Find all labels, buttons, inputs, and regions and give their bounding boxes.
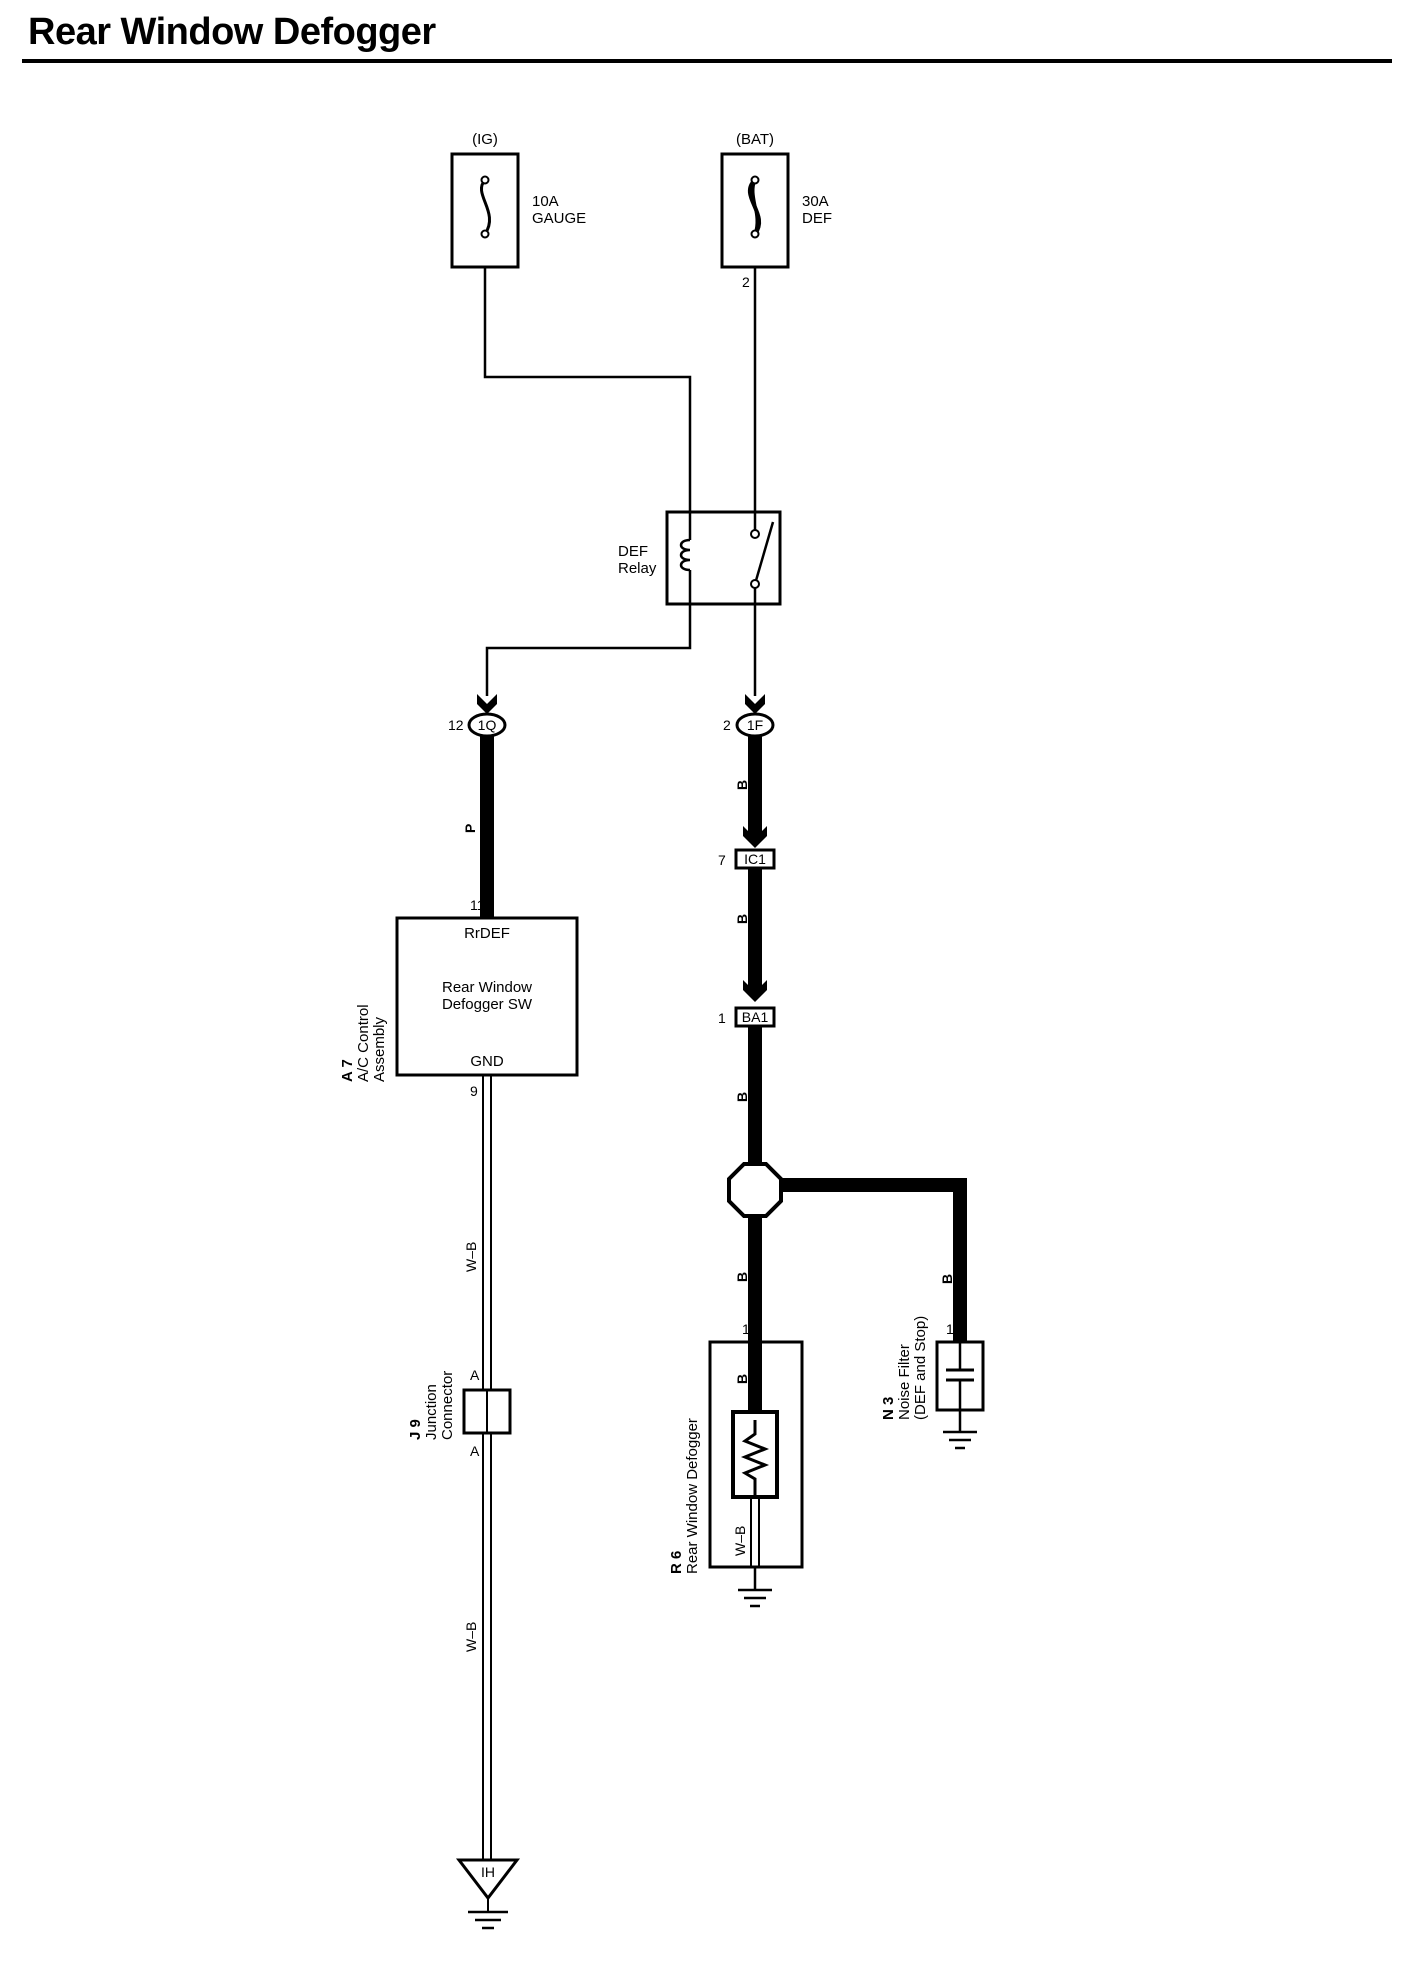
connector-1f: 1F 2 [723, 694, 775, 738]
fuse-bat-rating: 30A [802, 193, 829, 210]
connector-ic1-pin: 7 [718, 852, 726, 868]
fuse-ig-source: (IG) [472, 131, 498, 148]
defogger-name: Rear Window Defogger [684, 1418, 701, 1574]
noise-filter: 1 N 3 Noise Filter (DEF and Stop) [880, 1316, 985, 1450]
junction-code: J 9 [407, 1419, 424, 1440]
ac-terminal-top: RrDEF [464, 925, 510, 942]
noise-filter-name-2: (DEF and Stop) [912, 1316, 929, 1420]
fuse-bat: (BAT) 30A DEF 2 [720, 131, 832, 290]
ac-code: A 7 [339, 1059, 356, 1082]
wire-relay-to-1q [485, 604, 692, 696]
ac-terminal-bottom: GND [470, 1053, 504, 1070]
relay-box [665, 510, 782, 606]
wire-b-label-1: B [734, 780, 750, 790]
connector-1q-id: 1Q [478, 717, 497, 733]
ac-terminal-top-pin: 11 [470, 897, 485, 913]
ac-name-1: A/C Control [355, 1004, 372, 1082]
ac-switch-label-1: Rear Window [442, 979, 532, 996]
resistor-icon [740, 1420, 770, 1497]
ac-name-2: Assembly [371, 1016, 388, 1082]
fuse-ig-box [450, 152, 520, 269]
fuse-ig-element [479, 178, 492, 235]
junction-pin-top: A [470, 1367, 480, 1383]
ground-ih-id: IH [481, 1864, 495, 1880]
noise-filter-code: N 3 [880, 1397, 897, 1420]
ac-control-assembly: 11 RrDEF Rear Window Defogger SW GND 9 A… [339, 897, 579, 1099]
junction-name-2: Connector [439, 1371, 456, 1440]
wire-wb-ground [482, 1075, 492, 1880]
ba1-chevron-icon [743, 980, 767, 1002]
connector-ic1: IC1 7 [718, 848, 776, 870]
wire-b-label-3: B [734, 1092, 750, 1102]
connector-1f-id: 1F [747, 717, 763, 733]
ic1-chevron-icon [743, 826, 767, 848]
connector-ba1: BA1 1 [718, 1006, 776, 1028]
wire-wb-label-3: W–B [732, 1526, 748, 1556]
connector-ba1-id: BA1 [742, 1009, 769, 1025]
wire-b-label-5: B [939, 1274, 955, 1284]
wire-b-label-6: B [734, 1374, 750, 1384]
connector-ic1-id: IC1 [744, 851, 766, 867]
junction-name-1: Junction [423, 1384, 440, 1440]
ac-control-box [395, 916, 579, 1077]
wire-b-noise-filter [781, 1178, 967, 1342]
title-rule [22, 59, 1392, 63]
defogger-code: R 6 [668, 1551, 685, 1574]
connector-1q-pin: 12 [448, 717, 464, 733]
wire-p-label: P [462, 824, 478, 833]
fuse-bat-name: DEF [802, 210, 832, 227]
ac-switch-label-2: Defogger SW [442, 996, 533, 1013]
wire-wb-label-2: W–B [463, 1622, 479, 1652]
rear-window-defogger: 1 B W–B R 6 Rear Window Defogger [668, 1321, 804, 1608]
wire-b-label-2: B [734, 914, 750, 924]
noise-filter-name-1: Noise Filter [896, 1344, 913, 1420]
junction-connector: A A J 9 Junction Connector [407, 1367, 512, 1459]
def-relay: DEF Relay [618, 510, 782, 606]
ac-terminal-bottom-pin: 9 [470, 1083, 478, 1099]
noise-filter-pin: 1 [946, 1321, 954, 1337]
fuse-bat-pin: 2 [742, 274, 750, 290]
page-title: Rear Window Defogger [28, 11, 436, 53]
ground-ih-triangle [455, 1858, 521, 1901]
fuse-ig: (IG) 10A GAUGE [450, 131, 586, 269]
fuse-bat-source: (BAT) [736, 131, 774, 148]
relay-label-2: Relay [618, 560, 657, 577]
connector-1q: 1Q 12 [448, 694, 507, 738]
junction-pin-bottom: A [470, 1443, 480, 1459]
relay-coil-icon [679, 538, 691, 572]
wire-wb-label-1: W–B [463, 1242, 479, 1272]
connector-1f-pin: 2 [723, 717, 731, 733]
relay-switch-icon [753, 521, 775, 585]
splice-point [727, 1162, 783, 1218]
wire-ig-to-relay [483, 267, 692, 512]
defogger-pin: 1 [742, 1321, 750, 1337]
ground-ih: IH [455, 1858, 521, 1930]
connector-ba1-pin: 1 [718, 1010, 726, 1026]
fuse-ig-name: GAUGE [532, 210, 586, 227]
fuse-ig-rating: 10A [532, 193, 559, 210]
wire-b-label-4: B [734, 1272, 750, 1282]
relay-label-1: DEF [618, 543, 648, 560]
